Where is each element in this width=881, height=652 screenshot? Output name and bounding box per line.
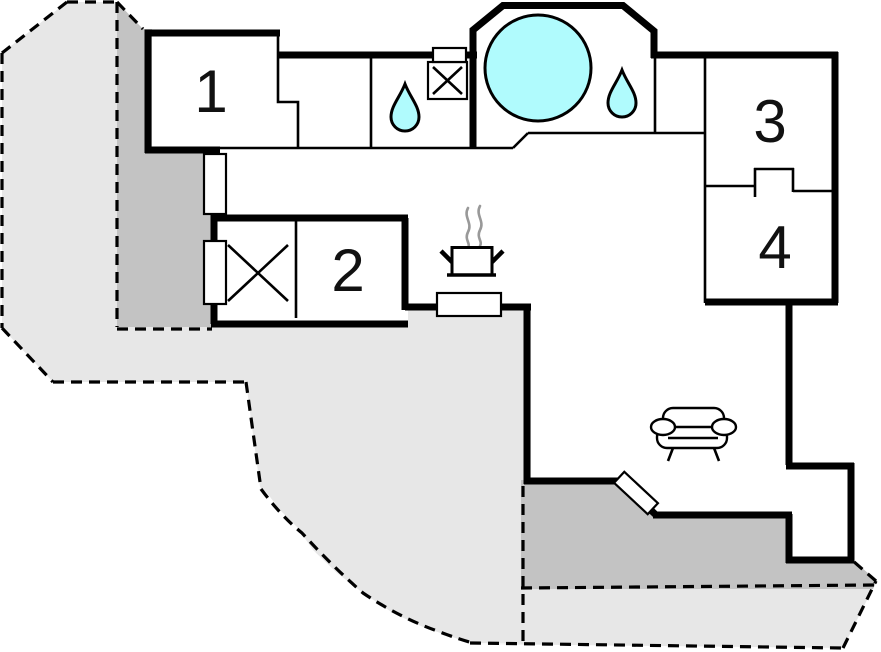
dash-topleft-diagonal (1, 0, 68, 55)
sofa-leg-left (666, 447, 675, 462)
interior-walls (217, 34, 836, 318)
sofa-armrest-right (710, 417, 738, 437)
entry-niche-floor (792, 469, 849, 557)
window-icon (431, 46, 468, 64)
room-label-1: 1 (194, 58, 227, 125)
doors-windows (202, 46, 660, 516)
terrace-light-left (2, 2, 211, 382)
sofa-leg-right (712, 447, 721, 462)
bedroom1-walls (144, 29, 280, 153)
room-label-3: 3 (753, 88, 786, 155)
door-icon (202, 152, 228, 216)
dash-bottomright-diagonal (841, 580, 878, 649)
water-drop-icon (606, 65, 638, 119)
sofa-icon (649, 406, 738, 462)
door-icon (202, 239, 228, 306)
dash-corner-diagonal (851, 559, 878, 583)
steam-icon (477, 204, 483, 248)
dash-curve (259, 488, 474, 645)
dash-bottomleft-diagonal (0, 326, 55, 384)
room-label-2: 2 (331, 237, 364, 304)
room-labels: 1 2 3 4 (194, 58, 791, 304)
bathroom-fixtures (389, 13, 638, 133)
sofa-armrest-left (649, 417, 677, 437)
bath-corner-diagonal-line (512, 132, 529, 149)
entrance-door-icon (612, 470, 660, 516)
wardrobe-icon (227, 244, 289, 302)
spa-bathtub-icon (483, 13, 593, 123)
window-icon (435, 291, 503, 318)
dash-mid-vertical (244, 381, 263, 490)
water-drop-icon (389, 79, 421, 133)
dash-top-diagonal (115, 0, 145, 31)
bedroom1-step-wall (276, 34, 300, 149)
room-label-4: 4 (758, 214, 791, 281)
washing-machine-cross-2 (432, 66, 463, 95)
pot-body (450, 246, 494, 277)
dash-level-separator-right-bottom (520, 583, 875, 590)
stove-pot-icon (439, 204, 505, 277)
bathroom-octagon-walls (469, 2, 658, 148)
terrace-light-bottom-right (470, 580, 877, 648)
wardrobe-cross-2 (227, 244, 289, 302)
terrace-light-bottom (206, 310, 531, 644)
steam-icon (465, 206, 471, 250)
dash-bottom (469, 641, 844, 650)
terrace-dark-left (117, 2, 211, 327)
